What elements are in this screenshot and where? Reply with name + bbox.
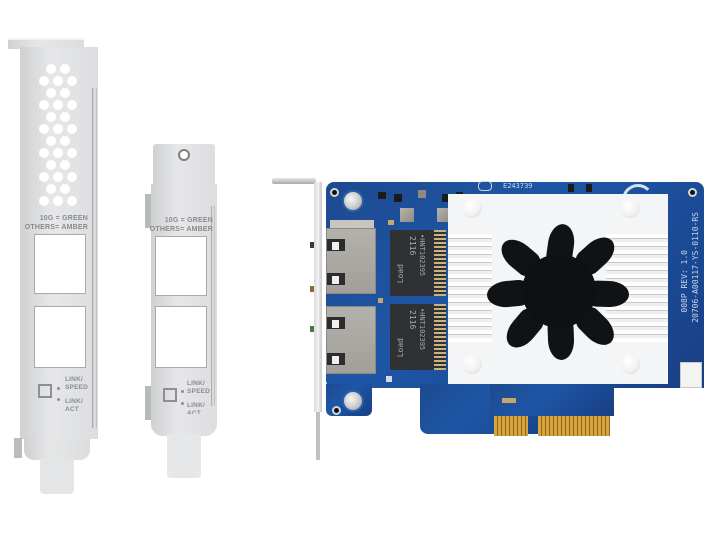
port-cutout-top: [155, 236, 207, 296]
led-light-icon: [310, 286, 314, 292]
cooling-fan: [485, 222, 630, 361]
led-act-label: LINK/ ACT: [65, 398, 83, 413]
led-color-label-line1: 10G = GREEN: [39, 215, 88, 222]
smd-component: [442, 194, 450, 202]
bracket-left-clip: [145, 194, 151, 228]
vent-row: [46, 112, 70, 122]
certification-logo-icon: [478, 181, 492, 191]
mounting-hole-icon: [330, 188, 339, 197]
bracket-tongue: [40, 458, 74, 494]
heatsink-standoff: [620, 198, 640, 218]
led-light-icon: [310, 326, 314, 332]
mounting-hole-icon: [688, 188, 697, 197]
screw-hole-icon: [178, 149, 190, 161]
led-color-label: 10G = GREEN OTHERS= AMBER: [150, 216, 213, 234]
pcie-gold-fingers-short: [494, 414, 528, 436]
heatsink-standoff: [462, 198, 482, 218]
vent-row: [39, 172, 77, 182]
vent-row: [46, 88, 70, 98]
pcie-gold-fingers-long: [538, 414, 610, 436]
full-height-bracket: 10G = GREEN OTHERS= AMBER LINK/ SPEED LI…: [8, 38, 98, 498]
led-dot-icon: [181, 402, 184, 405]
fan-power-connector: [680, 362, 702, 388]
smd-component: [378, 192, 386, 199]
rj45-latch: [327, 239, 345, 251]
rj45-latch: [327, 353, 345, 365]
vent-row: [46, 184, 70, 194]
port-cutout-bottom: [155, 306, 207, 368]
inductor: [400, 208, 414, 222]
led-light-icon: [310, 242, 314, 248]
vent-row: [46, 136, 70, 146]
smd-component: [568, 184, 574, 192]
bracket-body: [151, 184, 217, 414]
rj45-port-1[interactable]: [326, 228, 376, 294]
bracket-bottom-tab: [151, 414, 217, 436]
led-color-label: 10G = GREEN OTHERS= AMBER: [25, 214, 88, 232]
magnetics-chip-1: 2116 Load •HNT102395: [390, 230, 434, 296]
vent-row: [39, 196, 77, 206]
card-bracket-side: [314, 182, 322, 412]
network-card: E243739 2116 Load •HNT102395 2116 Load •…: [270, 176, 712, 476]
smd-capacitor: [418, 190, 426, 198]
bracket-bottom-tab: [24, 438, 90, 460]
card-bracket-tail: [316, 412, 320, 460]
bracket-left-clip: [145, 386, 151, 420]
led-color-label-line2: OTHERS= AMBER: [24, 224, 88, 231]
vent-row: [39, 76, 77, 86]
heatsink: [448, 194, 668, 384]
smd-component: [394, 194, 402, 202]
vent-row: [39, 100, 77, 110]
rj45-latch: [327, 317, 345, 329]
led-speed-label: LINK/ SPEED: [187, 380, 211, 395]
fan-hub: [522, 254, 596, 328]
magnetics-pins: [434, 304, 446, 370]
vent-row: [46, 160, 70, 170]
smd-component: [586, 184, 592, 192]
rj45-latch: [327, 273, 345, 285]
heatsink-fins-left: [448, 234, 492, 342]
bracket-side-rail: [92, 88, 97, 428]
vent-row: [46, 64, 70, 74]
screw-icon: [342, 390, 364, 412]
smd-capacitor: [388, 220, 394, 225]
led-act-label: LINK/ ACT: [187, 402, 205, 417]
bracket-top-tab: [8, 38, 84, 49]
screw-icon: [342, 190, 364, 212]
rj45-port-2[interactable]: [326, 306, 376, 374]
magnetics-pins: [434, 230, 446, 296]
led-color-label-line1: 10G = GREEN: [164, 217, 213, 224]
heatsink-standoff: [620, 354, 640, 374]
smd-capacitor: [386, 376, 392, 382]
model-silk-text-line2: 20706-A00117-YS-0110-RS: [691, 212, 700, 323]
bracket-tongue: [167, 434, 201, 478]
led-speed-label: LINK/ SPEED: [65, 376, 89, 391]
smd-capacitor: [502, 398, 516, 403]
led-window-icon: [38, 384, 52, 398]
led-dot-icon: [181, 390, 184, 393]
port-top-cover: [330, 220, 374, 228]
inductor: [437, 208, 451, 222]
magnetics-chip-2: 2116 Load •HNT102395: [390, 304, 434, 370]
led-dot-icon: [57, 387, 60, 390]
led-color-label-line2: OTHERS= AMBER: [149, 226, 213, 233]
card-bracket-top-tab: [272, 178, 316, 184]
heatsink-standoff: [462, 354, 482, 374]
serial-silk-text: E243739: [503, 182, 533, 190]
led-window-icon: [163, 388, 177, 402]
vent-hole-grid: [38, 64, 80, 212]
low-profile-bracket: 10G = GREEN OTHERS= AMBER LINK/ SPEED LI…: [145, 144, 225, 484]
bracket-left-notch: [14, 438, 22, 458]
vent-row: [39, 124, 77, 134]
led-dot-icon: [57, 398, 60, 401]
vent-row: [39, 148, 77, 158]
model-silk-text-line1: 008P REV: 1.0: [680, 250, 689, 313]
smd-capacitor: [378, 298, 383, 303]
bracket-side-rail: [211, 206, 215, 406]
port-cutout-bottom: [34, 306, 86, 368]
mounting-hole-icon: [332, 406, 341, 415]
port-cutout-top: [34, 234, 86, 294]
